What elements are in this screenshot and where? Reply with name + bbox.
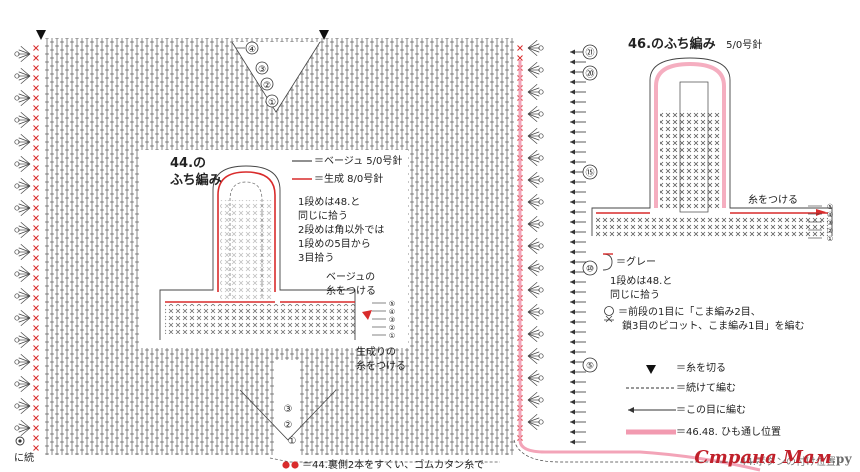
ecru-attach-1: 生成りの — [356, 347, 396, 358]
notch-row-numbers: ④ ③ ② ① — [236, 41, 279, 108]
chart-46-note-1: 1段めは48.と — [610, 276, 673, 287]
legend-continue-text: ＝続けて編む — [676, 383, 736, 394]
into-one-legend-icon — [628, 407, 676, 413]
bottom-row-1: ① — [288, 436, 297, 447]
bottom-row-3: ③ — [284, 404, 293, 415]
chart-44-note-3: 2段めは角以外では — [298, 225, 385, 236]
svg-text:②: ② — [389, 324, 395, 332]
svg-text:④: ④ — [827, 211, 833, 219]
row-number: ㉑ — [585, 48, 594, 59]
picot-note-2: 鎖3目のピコット、こま編み1目」を編む — [622, 321, 805, 332]
ecru-attach-2: 糸をつける — [356, 361, 406, 372]
beige-attach-2: 糸をつける — [326, 286, 376, 297]
svg-text:①: ① — [389, 332, 395, 340]
cord-path — [518, 60, 761, 472]
partial-note: 44.ボタンの付け位置 — [740, 457, 836, 468]
bottom-note-dot-2 — [291, 461, 299, 469]
cut-marker-right — [319, 30, 329, 40]
notch-row-3: ③ — [258, 65, 266, 75]
left-continue-dot — [15, 436, 25, 446]
beige-attach-1: ベージュの — [326, 272, 376, 283]
chart-44-title-line2: ふち編み — [170, 173, 222, 188]
chart-46-attach: 糸をつける — [748, 195, 798, 206]
legend-into-one-text: ＝この目に編む — [676, 405, 746, 416]
legend-ecru-text: ＝生成 8/0号針 — [314, 174, 384, 185]
chart-46-title-text: 46.のふち編み — [628, 37, 716, 52]
legend-beige-text: ＝ベージュ 5/0号針 — [314, 156, 403, 167]
chart-46-title: 46.のふち編み 5/0号針 — [628, 38, 762, 52]
right-row-numbers: ㉑ ⑳ ⑮ ⑩ ⑤ — [582, 44, 598, 373]
gray-legend-brace — [602, 253, 613, 271]
svg-text:①: ① — [827, 235, 833, 243]
chart-46-diagram — [591, 57, 833, 238]
cut-marker-left — [36, 30, 46, 40]
notch-row-2: ② — [263, 81, 271, 91]
picot-note-1: ＝前段の1目に「こま編み2目、 — [618, 307, 761, 318]
bottom-row-2: ② — [284, 420, 293, 431]
watermark-logo: Страна Мам.ру — [694, 447, 852, 468]
row-number: ⑳ — [585, 69, 594, 80]
chart-44-note-1: 1段めは48.と — [298, 197, 361, 208]
bottom-note: ＝44.裏側2本をすくい、ゴムカタン糸で — [302, 460, 485, 471]
row-number: ⑮ — [585, 168, 594, 179]
chart-44-inset — [140, 150, 408, 348]
notch-row-4: ④ — [248, 45, 256, 55]
svg-text:③: ③ — [827, 219, 833, 227]
left-edge-red-column — [33, 45, 39, 451]
svg-text:⑤: ⑤ — [389, 300, 395, 308]
right-edge-arrows — [570, 49, 586, 445]
watermark-suffix: .ру — [831, 452, 852, 466]
svg-text:②: ② — [827, 227, 833, 235]
notch-row-1: ① — [268, 98, 276, 108]
chart-44-note-4: 1段めの5目から — [298, 239, 371, 250]
left-edge-fans — [14, 46, 31, 436]
chart-46-needle: 5/0号針 — [726, 40, 763, 51]
gray-legend-text: ＝グレー — [616, 257, 656, 268]
picot-symbol — [604, 306, 614, 323]
row-number: ⑩ — [586, 265, 594, 275]
chart-44-title: 44.の — [170, 156, 207, 171]
bottom-row-numbers: ③ ② ① — [239, 389, 500, 463]
svg-text:④: ④ — [389, 308, 395, 316]
legend-cord-text: ＝46.48. ひも通し位置 — [676, 427, 781, 438]
chart-44-note-2: 同じに拾う — [298, 211, 348, 222]
cut-legend-icon — [646, 365, 656, 374]
watermark-text: Страна Мам — [694, 447, 832, 468]
chart-44-note-5: 3目拾う — [298, 253, 335, 264]
svg-text:⑤: ⑤ — [827, 203, 833, 211]
left-note: に続 — [14, 453, 34, 464]
bottom-note-dot-1 — [282, 461, 290, 469]
row-number: ⑤ — [586, 362, 594, 372]
legend-cut-text: ＝糸を切る — [676, 363, 726, 374]
chart-46-note-2: 同じに拾う — [610, 290, 660, 301]
right-edge-fans — [527, 40, 544, 430]
svg-text:③: ③ — [389, 316, 395, 324]
